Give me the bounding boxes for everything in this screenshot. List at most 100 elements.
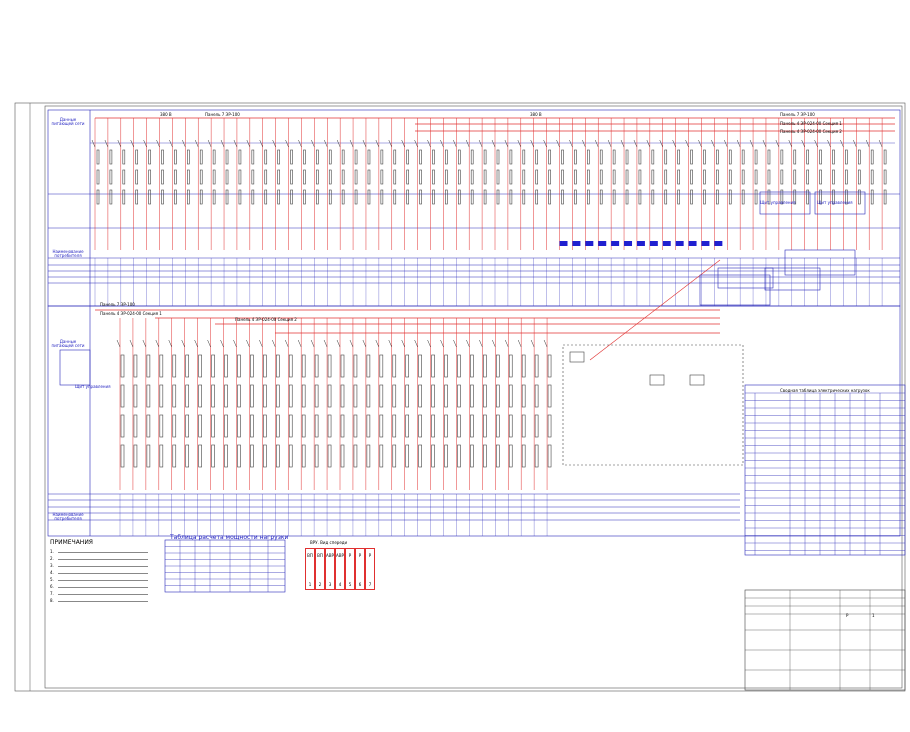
cable-label-mark — [225, 149, 229, 165]
cable-label-mark — [354, 149, 358, 165]
cable-label-mark — [277, 169, 280, 185]
note-line: 2. — [50, 557, 148, 561]
cable-label-mark — [677, 169, 680, 185]
cable-label-mark — [275, 414, 280, 438]
cable-label-mark — [199, 189, 203, 205]
right-shield-box-2 — [814, 191, 866, 215]
cable-label-mark — [483, 169, 487, 185]
cable-label-mark — [120, 444, 125, 468]
note-text-placeholder — [57, 558, 148, 560]
cable-label-mark — [832, 149, 835, 165]
cable-label-mark — [483, 354, 487, 378]
shield-label-right-2: Щит управления — [817, 200, 853, 205]
cable-label-mark — [664, 149, 668, 165]
cable-label-mark — [547, 444, 552, 468]
cable-label-mark — [96, 189, 100, 205]
cable-label-mark — [470, 149, 474, 165]
cable-label-mark — [625, 189, 629, 205]
bottom-section-frame — [47, 305, 901, 537]
cable-label-mark — [883, 169, 887, 185]
cable-label-mark — [432, 149, 435, 165]
vru-panel-type: АВР — [326, 553, 334, 558]
bus-voltage-top: 380 В — [160, 112, 172, 117]
breaker-symbol — [814, 139, 818, 148]
cable-label-mark — [366, 444, 371, 468]
diagonal-connection — [589, 259, 721, 361]
bus-voltage-2: 380 В — [530, 112, 542, 117]
cable-label-mark — [793, 189, 797, 205]
cable-label-mark — [406, 189, 409, 205]
breaker-symbol — [349, 139, 354, 148]
cable-label-mark — [135, 169, 139, 185]
cable-label-mark — [406, 169, 409, 185]
cable-label-mark — [225, 169, 229, 185]
cable-label-mark — [316, 149, 319, 165]
breaker-symbol — [246, 139, 251, 148]
cable-label-mark — [198, 384, 202, 408]
note-line: 8. — [50, 599, 148, 603]
cable-label-mark — [379, 384, 384, 408]
breaker-symbol — [453, 139, 457, 148]
cable-label-mark — [716, 189, 719, 205]
cable-label-mark — [419, 149, 422, 165]
feeder-mark-box — [572, 241, 581, 246]
load-table-title: Таблица расчета мощности нагрузки — [170, 534, 289, 541]
cable-label-mark — [211, 444, 215, 468]
cable-label-mark — [419, 169, 422, 185]
cable-label-mark — [405, 414, 410, 438]
feeder-mark-box — [624, 241, 633, 246]
cable-label-mark — [845, 169, 848, 185]
cable-label-mark — [301, 444, 306, 468]
breaker-symbol — [388, 139, 393, 148]
breaker-symbol — [246, 339, 250, 348]
breaker-symbol — [375, 139, 380, 148]
breaker-symbol — [323, 339, 328, 348]
feeder-mark-box — [598, 241, 607, 246]
top-section-frame — [47, 109, 901, 307]
cable-label-mark — [251, 149, 255, 165]
cable-label-mark — [96, 169, 100, 185]
cable-label-mark — [857, 169, 861, 185]
vru-panel-number: 3 — [328, 582, 332, 587]
cable-label-mark — [393, 189, 397, 205]
cable-label-mark — [303, 149, 306, 165]
bus-label-bottom-2: Панель 4 ЭР-024-00 Секция 1 — [100, 311, 162, 316]
breaker-symbol — [233, 139, 238, 148]
feeder-mark-box — [701, 241, 710, 246]
cable-label-mark — [238, 169, 242, 185]
cable-label-mark — [819, 189, 822, 205]
cable-label-mark — [883, 189, 887, 205]
cable-label-mark — [483, 384, 487, 408]
note-line: 5. — [50, 578, 148, 582]
cable-label-mark — [806, 169, 809, 185]
cable-label-mark — [806, 149, 809, 165]
cable-label-mark — [224, 354, 228, 378]
breaker-symbol — [788, 139, 793, 148]
breaker-symbol — [259, 339, 263, 348]
cable-label-mark — [509, 189, 513, 205]
cable-label-mark — [133, 354, 138, 378]
cable-label-mark — [316, 169, 319, 185]
cable-label-mark — [780, 149, 784, 165]
feeder-mark-box — [636, 241, 645, 246]
cable-label-mark — [314, 414, 319, 438]
cable-label-mark — [174, 189, 177, 205]
breaker-symbol — [207, 339, 211, 348]
cable-label-mark — [703, 189, 706, 205]
breaker-symbol — [569, 139, 573, 148]
cable-label-mark — [146, 444, 151, 468]
cable-label-mark — [444, 384, 448, 408]
cable-label-mark — [341, 149, 345, 165]
cable-label-mark — [109, 169, 113, 185]
cable-label-mark — [522, 169, 526, 185]
cable-label-mark — [301, 354, 306, 378]
cable-label-mark — [250, 354, 254, 378]
cable-label-mark — [418, 384, 422, 408]
cable-label-mark — [187, 149, 190, 165]
cable-label-mark — [172, 444, 177, 468]
cable-label-mark — [638, 169, 642, 185]
cable-label-mark — [574, 169, 577, 185]
cable-label-mark — [418, 444, 422, 468]
